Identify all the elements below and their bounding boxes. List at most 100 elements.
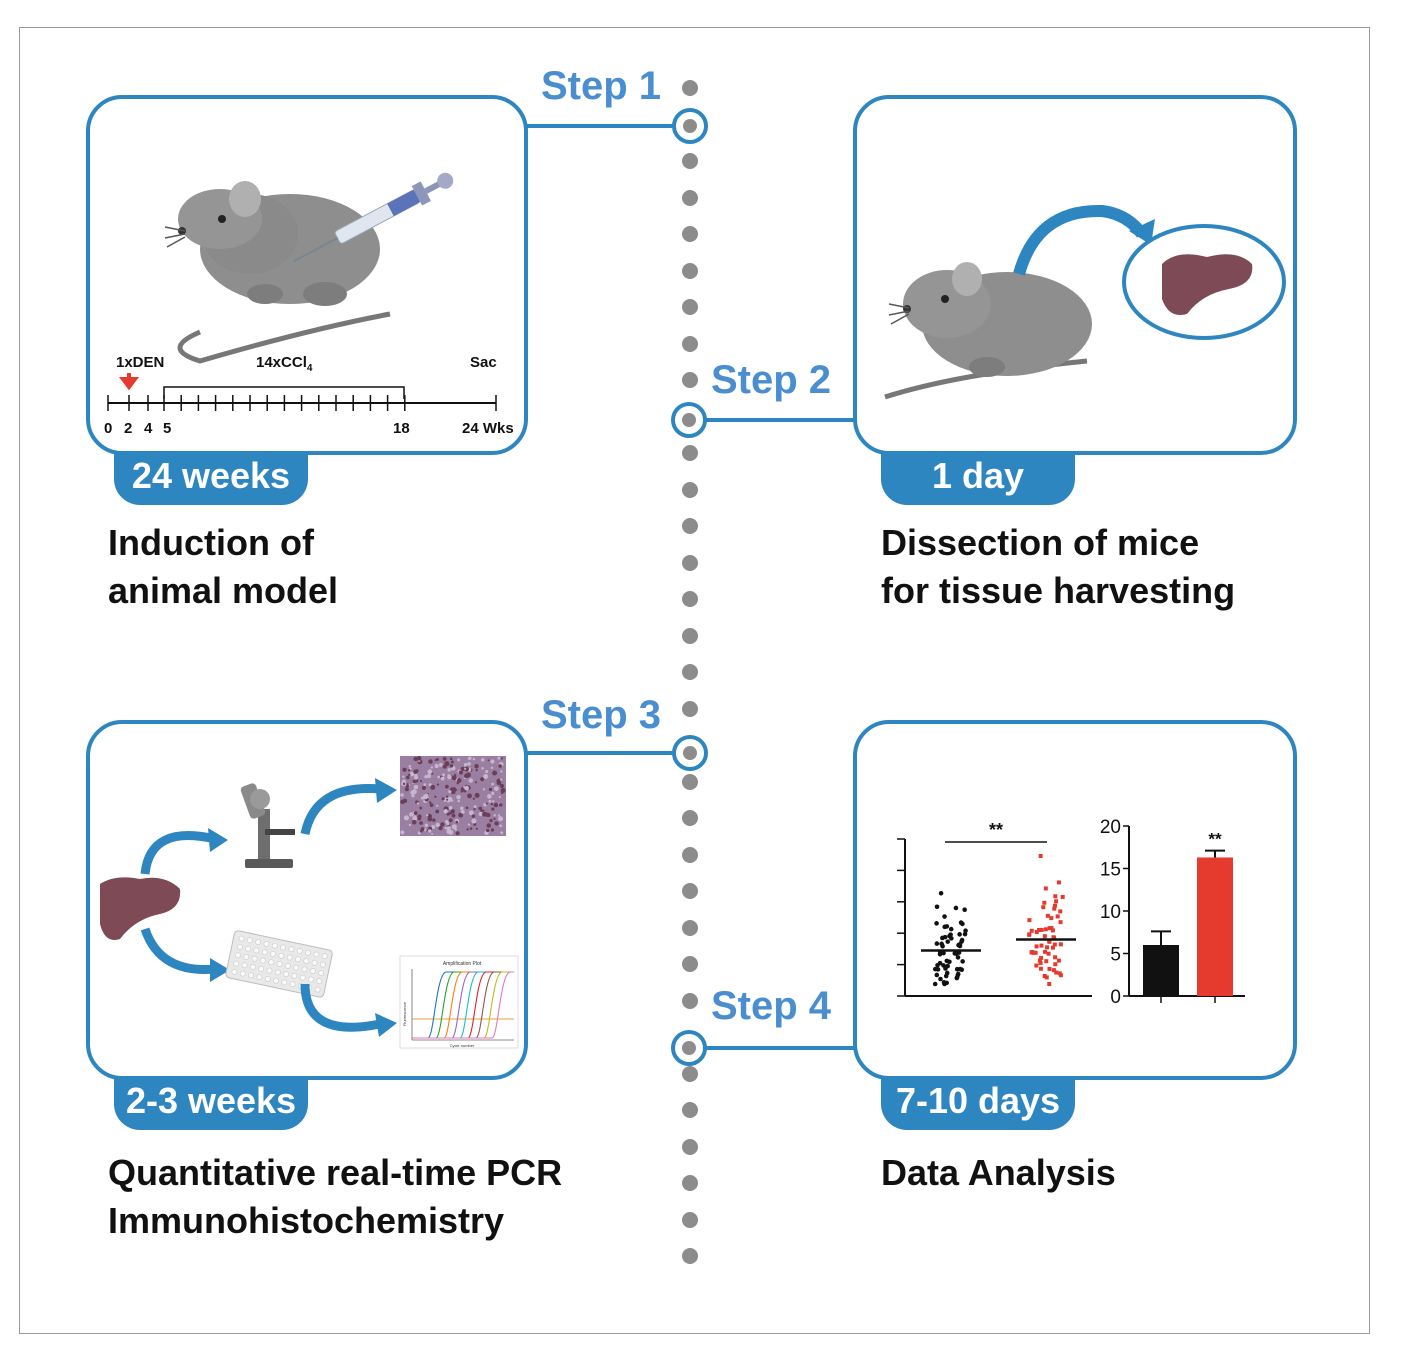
timeline-dot (682, 153, 698, 169)
scatter-point (1037, 927, 1042, 932)
bar-significance: ** (1208, 830, 1222, 849)
scatter-point (1053, 955, 1058, 960)
scatter-point (952, 951, 958, 956)
bar (1143, 945, 1179, 996)
scatter-point (937, 960, 943, 966)
scatter-point (1027, 932, 1032, 937)
scatter-point (934, 972, 940, 978)
bar-y-tick-label: 20 (1100, 817, 1121, 838)
caption-step-4: Data Analysis (881, 1152, 1116, 1193)
timeline-dot (682, 299, 698, 315)
connector-step-2 (705, 418, 857, 422)
scatter-point (944, 970, 950, 976)
scatter-point (939, 941, 944, 947)
scatter-point (1034, 930, 1039, 935)
timeline-dot (682, 336, 698, 352)
scatter-point (1047, 939, 1052, 944)
scatter-point (1042, 974, 1047, 979)
timeline-dot (682, 445, 698, 461)
mouse-illustration (884, 262, 1092, 400)
timeline-dot (682, 774, 698, 790)
scatter-point (1044, 975, 1049, 980)
timeline-dot (682, 664, 698, 680)
scatter-point (1042, 934, 1047, 939)
scatter-point (955, 971, 961, 977)
mouse-injection-illustration (164, 172, 454, 364)
timeline-dot (682, 226, 698, 242)
scatter-point (957, 932, 962, 937)
duration-tag-step-1: 24 weeks (114, 451, 308, 505)
scatter-point (1034, 963, 1039, 968)
scatter-point (1041, 905, 1046, 910)
svg-text:Cycle number: Cycle number (450, 1043, 475, 1048)
scatter-point (1060, 894, 1065, 899)
scatter-point (1052, 903, 1057, 908)
scatter-point (1047, 926, 1052, 931)
liver-icon (100, 877, 181, 940)
step-2-title: Step 2 (711, 358, 832, 402)
scatter-point (1055, 914, 1060, 919)
scatter-point (1046, 951, 1051, 956)
scatter-point (958, 920, 964, 925)
scatter-point (1058, 909, 1063, 914)
scatter-point (1053, 962, 1058, 967)
scatter-plot: ** (897, 820, 1092, 997)
duration-tag-step-3: 2-3 weeks (114, 1076, 308, 1130)
timeline-dot (682, 1175, 698, 1191)
microscope-icon (240, 783, 295, 868)
scatter-point (1027, 918, 1032, 923)
timeline-dot (682, 1212, 698, 1228)
panel-induction: 1xDEN 14xCCl4 Sac 0 2 4 5 18 24 Wks (86, 95, 528, 455)
scatter-point (959, 937, 965, 943)
scatter-point (1038, 966, 1043, 971)
timeline-dot (682, 1139, 698, 1155)
scatter-point (944, 924, 950, 929)
scatter-point (1052, 942, 1057, 947)
scatter-point (1038, 854, 1043, 858)
scatter-point (940, 935, 945, 941)
connector-step-4 (705, 1046, 857, 1050)
scatter-point (963, 928, 968, 934)
timeline-dot (682, 701, 698, 717)
svg-text:Amplification Plot: Amplification Plot (443, 961, 482, 967)
svg-text:2: 2 (124, 420, 132, 437)
scatter-point (1054, 899, 1059, 904)
scatter-point (960, 959, 965, 964)
svg-text:0: 0 (104, 420, 112, 437)
panel-qpcr-ihc: Amplification Plot Cycle number Fluoresc… (86, 720, 528, 1080)
pcr-plate-icon (225, 930, 333, 998)
connector-step-3 (524, 751, 674, 755)
scatter-point (1043, 949, 1048, 954)
scatter-point (1030, 949, 1035, 954)
scatter-point (944, 958, 950, 964)
scatter-point (945, 939, 951, 944)
timeline-dot (682, 628, 698, 644)
step-3-node (672, 735, 708, 771)
scatter-point (1056, 880, 1061, 885)
bar-y-tick-label: 0 (1110, 987, 1121, 1008)
timeline-dot (682, 920, 698, 936)
figure-frame (19, 27, 1370, 1334)
scatter-point (955, 955, 961, 960)
timeline-dot (682, 883, 698, 899)
scatter-point (938, 976, 943, 982)
scatter-point (1050, 945, 1055, 950)
step-1-title: Step 1 (541, 64, 662, 108)
scatter-point (934, 904, 940, 910)
scatter-point (1039, 943, 1044, 948)
scatter-point (1037, 958, 1042, 963)
svg-text:5: 5 (163, 420, 171, 437)
scatter-point (932, 981, 938, 987)
scatter-point (949, 936, 954, 941)
bar-y-tick-label: 5 (1110, 945, 1121, 966)
timeline-dot (682, 482, 698, 498)
scatter-point (1034, 944, 1039, 949)
scatter-point (938, 890, 944, 896)
scatter-significance: ** (989, 820, 1003, 840)
timeline-dot (682, 518, 698, 534)
scatter-point (1039, 927, 1044, 932)
arrow-to-plate (140, 927, 216, 974)
amplification-plot: Amplification Plot Cycle number Fluoresc… (399, 955, 519, 1049)
scatter-point (962, 907, 967, 913)
